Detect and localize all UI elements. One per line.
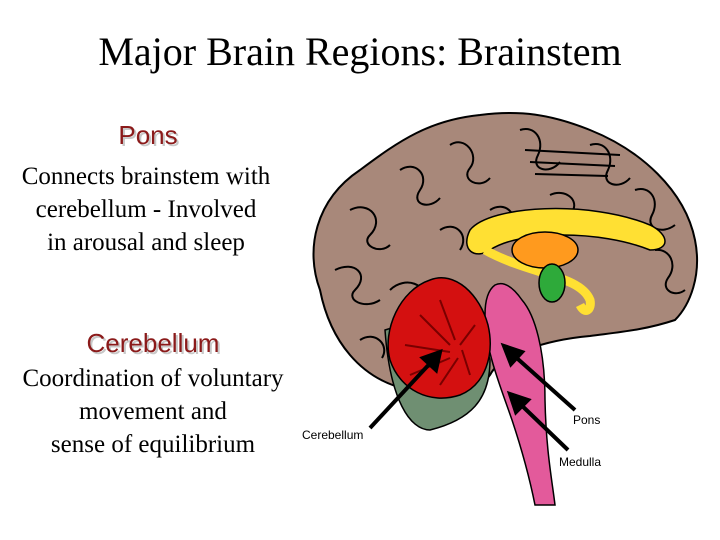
hypothalamus — [538, 263, 566, 303]
medulla-arrow — [514, 398, 570, 452]
cerebellum-arrowhead — [419, 348, 443, 374]
pons-heading: Pons — [118, 120, 178, 150]
cerebellum — [387, 277, 491, 399]
medulla-label: Medulla — [559, 455, 602, 469]
cerebellum-description: Coordination of voluntary movement and s… — [0, 362, 306, 461]
cerebellum-label: Cerebellum — [302, 428, 364, 442]
thalamus — [511, 231, 579, 269]
pons-arrowhead — [500, 342, 526, 368]
brain-diagram — [312, 111, 699, 506]
cerebellum-description-line: movement and — [79, 398, 227, 425]
pons-label: Pons — [573, 413, 601, 427]
cerebellum-arrow — [368, 356, 437, 430]
cerebellum-description-line: sense of equilibrium — [50, 431, 256, 458]
slide-title: Major Brain Regions: Brainstem — [98, 29, 622, 74]
cerebellum-description-line: Coordination of voluntary — [22, 365, 284, 392]
fornix — [482, 246, 595, 315]
pons-description-line: cerebellum - Involved — [35, 196, 257, 223]
pons-description: Connects brainstem with cerebellum - Inv… — [0, 160, 292, 259]
pons-arrow — [508, 350, 577, 412]
pointer-arrows — [368, 342, 577, 452]
cerebellum-heading: Cerebellum — [86, 328, 220, 358]
pons-description-line: Connects brainstem with — [21, 163, 271, 190]
pons-description-line: in arousal and sleep — [47, 229, 245, 256]
medulla-arrowhead — [506, 390, 532, 416]
